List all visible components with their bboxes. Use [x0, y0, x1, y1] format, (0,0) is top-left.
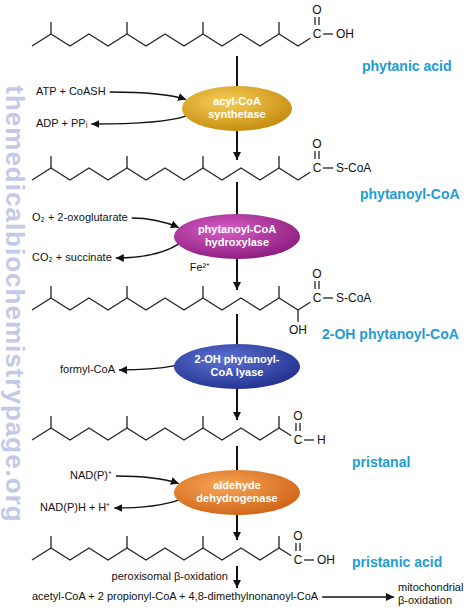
atom-label: C — [294, 553, 303, 567]
bond-line — [295, 423, 296, 431]
bond-line — [202, 156, 203, 168]
cofactor-arrow — [132, 218, 179, 228]
bond-line — [297, 310, 298, 322]
cofactor-arrow — [119, 366, 175, 370]
watermark: themedicalbiochemistrypage.org — [0, 85, 30, 522]
bond-line — [314, 151, 315, 159]
cofactor-label: formyl-CoA — [60, 363, 115, 376]
bond-line — [32, 548, 291, 560]
bond-line — [314, 17, 315, 25]
cofactor-label: ATP + CoASH — [36, 85, 106, 98]
bond-line — [314, 281, 315, 289]
enzyme-fill — [174, 344, 300, 389]
cofactor-arrow — [91, 116, 186, 124]
enzyme-name: aldehyde dehydrogenase — [189, 479, 285, 505]
bond-line — [50, 536, 51, 548]
bond-line — [202, 22, 203, 34]
cofactor-label: NAD(P)⁺ — [70, 469, 112, 482]
enzyme-fill — [174, 470, 300, 515]
enzyme-fill — [174, 214, 300, 259]
bond-line — [126, 286, 127, 298]
cofactor-label: peroxisomal β-oxidation — [112, 570, 228, 583]
atom-label: C — [313, 291, 322, 305]
bond-line — [126, 536, 127, 548]
atom-label: OH — [336, 27, 354, 41]
bond-line — [202, 416, 203, 428]
atom-label: C — [313, 27, 322, 41]
bond-line — [32, 428, 291, 440]
enzyme-ellipse: acyl-CoA synthetase — [181, 85, 293, 131]
bond-line — [318, 17, 319, 25]
atom-label: O — [293, 409, 302, 423]
atom-label: H — [317, 433, 326, 447]
pathway-arrow — [236, 566, 238, 588]
cofactor-label: O₂ + 2-oxoglutarate — [32, 211, 128, 224]
bond-line — [278, 22, 279, 34]
cofactor-arrow — [110, 92, 187, 100]
atom-label: C — [294, 433, 303, 447]
enzyme-fill — [182, 86, 292, 131]
bond-line — [278, 536, 279, 548]
cofactor-arrow — [116, 476, 179, 484]
pathway-arrow — [322, 596, 394, 597]
cofactor-arrow — [114, 500, 179, 508]
enzyme-ellipse: aldehyde dehydrogenase — [173, 469, 301, 515]
atom-label: O — [312, 267, 321, 281]
bond-line — [278, 156, 279, 168]
atom-label: OH — [289, 323, 307, 337]
bond-line — [304, 559, 314, 560]
cofactor-label: NAD(P)H + H⁺ — [40, 501, 110, 514]
cofactor-label: Fe²⁺ — [190, 261, 211, 274]
bond-line — [278, 286, 279, 298]
atom-label: S-CoA — [336, 161, 371, 175]
cofactor-arrow — [116, 244, 179, 258]
bond-line — [202, 536, 203, 548]
atom-label: S-CoA — [336, 291, 371, 305]
compound-name: 2-OH phytanoyl-CoA — [322, 326, 459, 343]
cofactor-label: mitochondrial β-oxidation — [398, 581, 472, 607]
bond-line — [318, 281, 319, 289]
atom-label: O — [312, 137, 321, 151]
enzyme-ellipse: phytanoyl-CoA hydroxylase — [173, 213, 301, 259]
bond-line — [32, 168, 310, 180]
compound-name: phytanic acid — [362, 58, 451, 75]
cofactor-label: CO₂ + succinate — [32, 251, 112, 264]
enzyme-name: acyl-CoA synthetase — [197, 95, 277, 121]
bond-line — [126, 22, 127, 34]
bond-line — [299, 543, 300, 551]
bond-line — [323, 297, 333, 298]
bond-line — [278, 416, 279, 428]
atom-label: O — [312, 3, 321, 17]
cofactor-label: ADP + PPᵢ — [36, 117, 87, 130]
bond-line — [32, 298, 310, 310]
cofactor-label: acetyl-CoA + 2 propionyl-CoA + 4,8-dimet… — [32, 590, 318, 603]
bond-line — [299, 423, 300, 431]
bond-line — [50, 286, 51, 298]
bond-line — [50, 416, 51, 428]
bond-line — [323, 33, 333, 34]
bond-line — [202, 286, 203, 298]
bond-line — [126, 416, 127, 428]
compound-name: pristanic acid — [352, 554, 442, 571]
atom-label: OH — [317, 553, 335, 567]
compound-name: phytanoyl-CoA — [360, 186, 460, 203]
bond-line — [295, 543, 296, 551]
compound-name: pristanal — [352, 454, 410, 471]
enzyme-ellipse: 2-OH phytanoyl-CoA lyase — [173, 343, 301, 389]
bond-line — [50, 156, 51, 168]
enzyme-name: phytanoyl-CoA hydroxylase — [189, 223, 285, 249]
enzyme-name: 2-OH phytanoyl-CoA lyase — [189, 353, 285, 379]
bond-line — [323, 167, 333, 168]
bond-line — [304, 439, 314, 440]
atom-label: C — [313, 161, 322, 175]
bond-line — [126, 156, 127, 168]
bond-line — [32, 34, 310, 46]
bond-line — [50, 22, 51, 34]
bond-line — [318, 151, 319, 159]
atom-label: O — [293, 529, 302, 543]
